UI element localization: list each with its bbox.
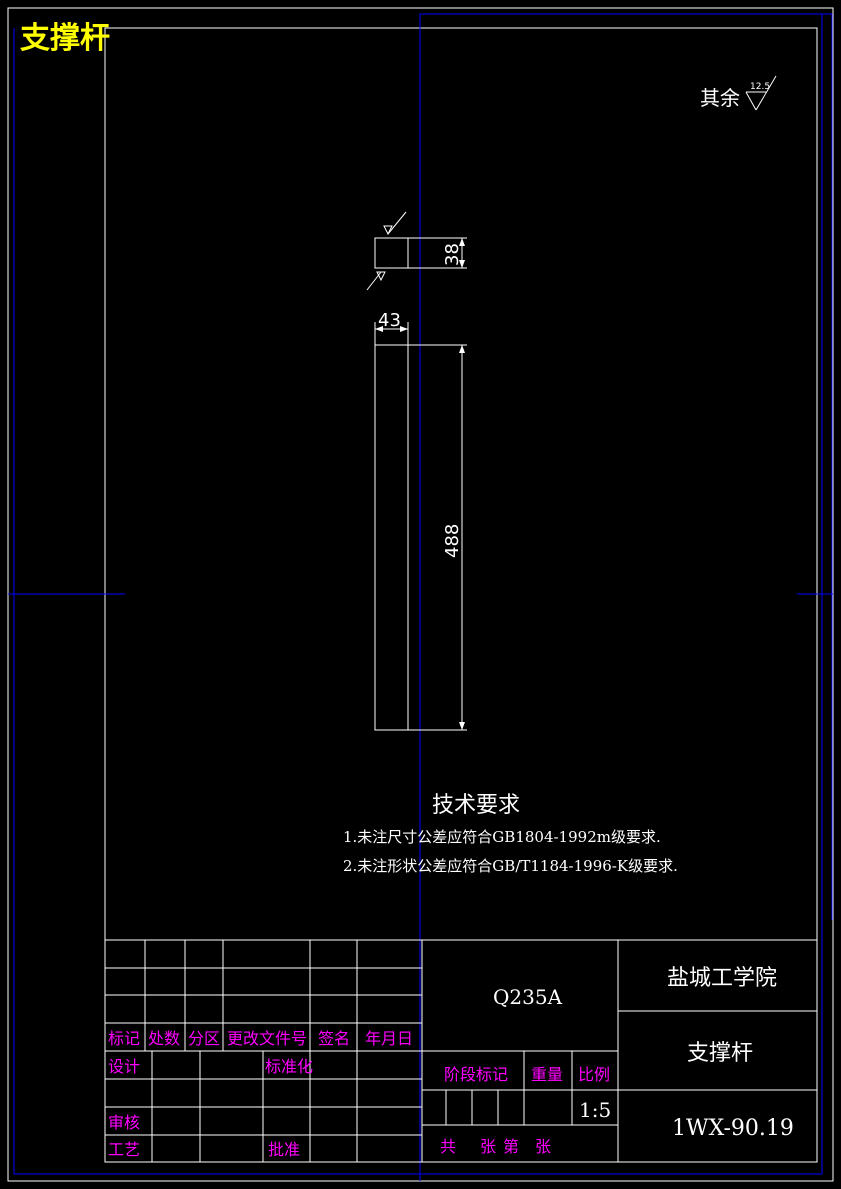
sheet-no-label: 第	[503, 1137, 519, 1156]
section-view: 38	[366, 211, 467, 291]
sheet-total-label: 共	[440, 1137, 456, 1156]
label-approve: 批准	[268, 1140, 300, 1159]
dimension-thickness: 38	[442, 243, 463, 266]
tech-heading: 技术要求	[432, 793, 520, 818]
roughness-label: 其余	[700, 86, 740, 110]
label-stage-mark: 阶段标记	[444, 1065, 508, 1084]
rev-header-zone: 分区	[188, 1029, 220, 1048]
title-block	[104, 939, 818, 1163]
roughness-icon	[745, 75, 777, 111]
label-review: 审核	[108, 1113, 140, 1132]
sheet-unit2-label: 张	[535, 1137, 551, 1156]
label-design: 设计	[108, 1057, 140, 1076]
rev-header-mark: 标记	[108, 1029, 140, 1048]
rev-header-sign: 签名	[318, 1029, 350, 1048]
rev-header-docno: 更改文件号	[227, 1029, 307, 1048]
dimension-width: 43	[378, 310, 401, 331]
rev-header-date: 年月日	[365, 1029, 413, 1048]
scale-value: 1:5	[579, 1098, 611, 1122]
tech-item-1: 1.未注尺寸公差应符合GB1804-1992m级要求.	[343, 828, 661, 846]
drawing-number: 1WX-90.19	[672, 1116, 794, 1141]
tech-requirements: 技术要求 1.未注尺寸公差应符合GB1804-1992m级要求. 2.未注形状公…	[343, 793, 678, 875]
label-process: 工艺	[108, 1140, 140, 1159]
label-weight: 重量	[531, 1065, 563, 1084]
roughness-value: 12.5	[750, 82, 770, 92]
label-ratio: 比例	[578, 1065, 610, 1084]
rev-header-count: 处数	[148, 1029, 180, 1048]
centering-marks	[8, 13, 833, 1181]
title-block-text: 标记 处数 分区 更改文件号 签名 年月日 设计 标准化 审核 工艺 批准 阶段…	[108, 966, 794, 1159]
sheet-unit-label: 张	[480, 1137, 496, 1156]
label-standardize: 标准化	[265, 1057, 313, 1076]
tech-item-2: 2.未注形状公差应符合GB/T1184-1996-K级要求.	[343, 857, 678, 875]
school-name: 盐城工学院	[667, 966, 777, 991]
part-name: 支撑杆	[687, 1041, 753, 1066]
drawing-title: 支撑杆	[20, 21, 110, 56]
surface-symbol-icon	[366, 211, 407, 291]
material: Q235A	[493, 985, 563, 1009]
main-view: 43 488	[374, 310, 467, 731]
dimension-length: 488	[442, 524, 463, 558]
roughness-note: 其余 12.5	[700, 75, 777, 111]
